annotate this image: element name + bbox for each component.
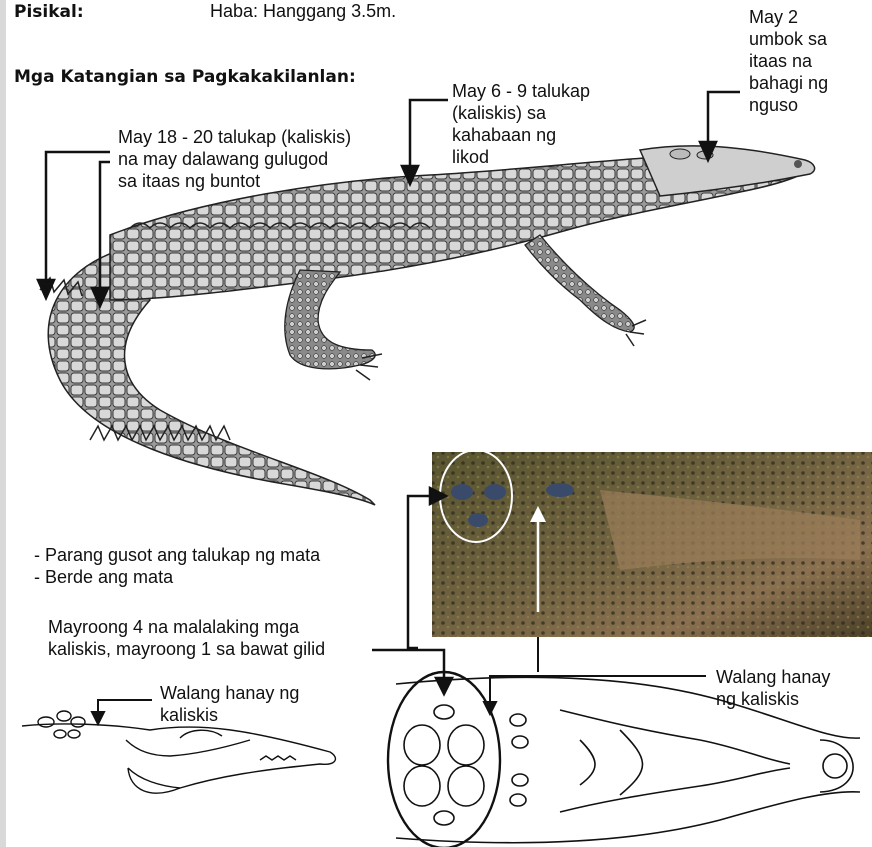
back-scales-text: May 6 - 9 talukap (kaliskis) sa kahabaan… [452, 80, 590, 168]
no-row-right-arrow [484, 676, 706, 714]
crocodile-head-photo [432, 450, 872, 637]
no-row-left-text: Walang hanay ng kaliskis [160, 682, 299, 726]
nuchal-scales-text: Mayroong 4 na malalaking mga kaliskis, m… [48, 616, 325, 660]
no-row-right-text: Walang hanay ng kaliskis [716, 666, 830, 710]
crocodile-illustration [40, 146, 815, 505]
back-scale-arrow [402, 100, 448, 184]
no-row-left-arrow [92, 700, 152, 724]
snout-bumps-text: May 2 umbok sa itaas na bahagi ng nguso [749, 6, 828, 116]
eye-notes-text: - Parang gusot ang talukap ng mata - Ber… [34, 544, 320, 588]
tail-scales-text: May 18 - 20 talukap (kaliskis) na may da… [118, 126, 351, 192]
